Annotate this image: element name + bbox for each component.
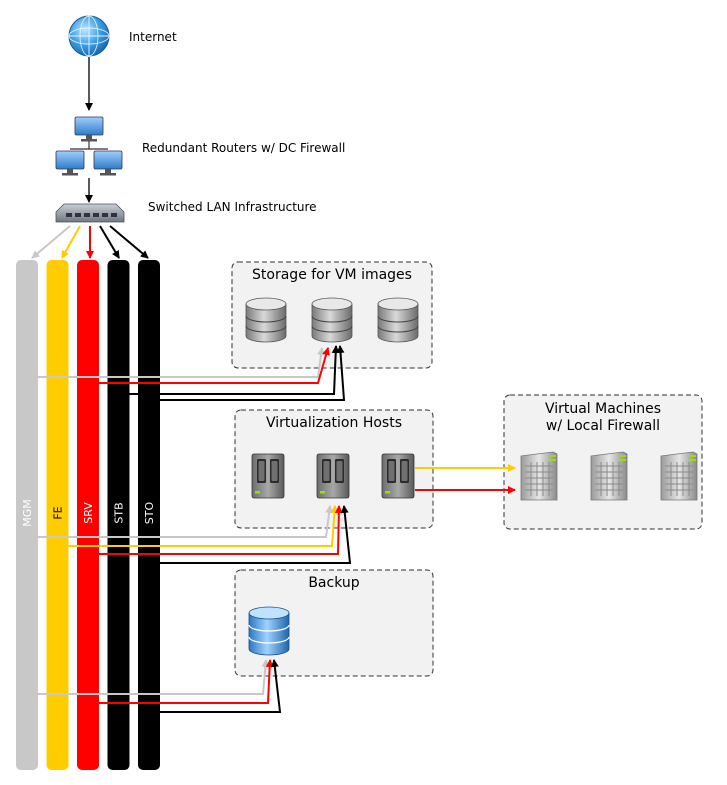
bus-bar xyxy=(107,260,130,770)
routers-label: Redundant Routers w/ DC Firewall xyxy=(142,141,345,155)
virt-connections xyxy=(36,505,352,564)
database-icon xyxy=(377,297,419,343)
backup-connections xyxy=(36,659,282,713)
bus-bar xyxy=(16,260,38,770)
server-icon xyxy=(251,453,285,499)
globe-icon xyxy=(68,15,110,57)
bus-srv: SRV xyxy=(77,260,99,770)
vm-server-icon xyxy=(590,451,628,501)
bus-label: SRV xyxy=(82,502,95,524)
vm-group-title-line1: Virtual Machines xyxy=(545,401,661,417)
bus-label: FE xyxy=(52,506,65,519)
switch-fanout-arrows xyxy=(31,225,149,259)
bus-stb: STB xyxy=(107,260,130,770)
vm-group-title-line2: w/ Local Firewall xyxy=(546,418,660,434)
bus-bar xyxy=(138,260,160,770)
backup-database-icon xyxy=(248,606,290,656)
vm-server-icon xyxy=(660,451,698,501)
virt-group-title: Virtualization Hosts xyxy=(266,415,402,431)
network-switch-icon xyxy=(55,203,125,223)
bus-bar xyxy=(77,260,99,770)
bus-mgm: MGM xyxy=(16,260,38,770)
vm-group: Virtual Machines w/ Local Firewall xyxy=(503,394,703,530)
bus-label: STB xyxy=(113,502,126,523)
network-buses: MGM FE SRV STB STO xyxy=(16,260,160,770)
backup-group: Backup xyxy=(234,569,434,677)
bus-sto: STO xyxy=(138,260,160,770)
server-icon xyxy=(316,453,350,499)
storage-group-title: Storage for VM images xyxy=(252,267,412,283)
router-icon xyxy=(55,116,123,176)
bus-bar xyxy=(46,260,69,770)
switch-label: Switched LAN Infrastructure xyxy=(148,200,317,214)
storage-group: Storage for VM images xyxy=(231,261,433,369)
bus-label: MGM xyxy=(21,499,34,527)
server-icon xyxy=(381,453,415,499)
database-icon xyxy=(245,297,287,343)
internet-label: Internet xyxy=(129,30,177,44)
bus-fe: FE xyxy=(46,260,69,770)
bus-label: STO xyxy=(143,501,156,524)
vm-server-icon xyxy=(520,451,558,501)
storage-connections xyxy=(36,345,346,401)
backup-group-title: Backup xyxy=(308,575,359,591)
vm-connections xyxy=(415,464,516,494)
database-icon xyxy=(311,297,353,343)
